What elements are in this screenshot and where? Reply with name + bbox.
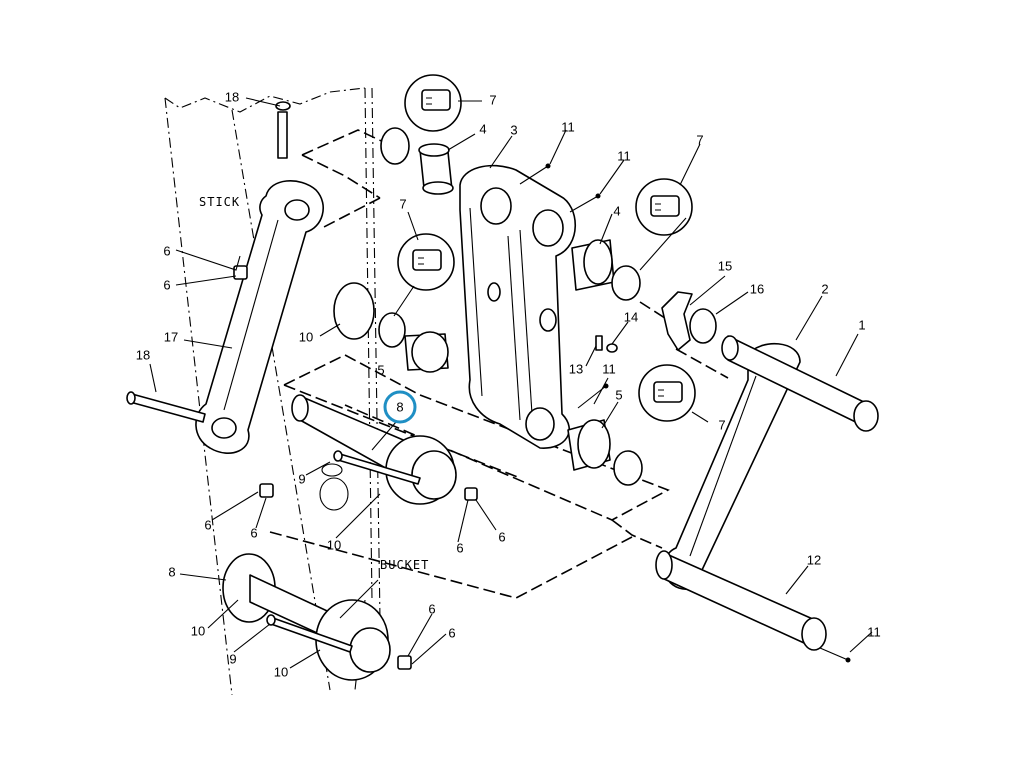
bolt-part-9-upper bbox=[333, 450, 421, 485]
callout-6-c: 6 bbox=[204, 517, 211, 532]
o-ring-right-upper bbox=[611, 265, 641, 301]
callout-10-c: 10 bbox=[191, 623, 205, 638]
bolt-part-18-side bbox=[126, 391, 206, 423]
callout-14: 14 bbox=[624, 309, 638, 324]
callout-11-b: 11 bbox=[617, 148, 631, 163]
callouts: 1 2 3 4 4 5 5 6 6 6 6 6 6 6 6 7 7 7 7 8 … bbox=[136, 89, 881, 679]
callout-8: 8 bbox=[168, 564, 175, 579]
callout-18-a: 18 bbox=[225, 89, 239, 104]
callout-6-e: 6 bbox=[456, 540, 463, 555]
pin-part-8-lower bbox=[222, 553, 391, 681]
nut-part-6-d bbox=[397, 655, 412, 670]
nut-part-6-b bbox=[259, 483, 274, 498]
callout-3: 3 bbox=[510, 122, 517, 137]
stick-label: STICK bbox=[199, 195, 240, 209]
callout-2: 2 bbox=[821, 281, 828, 296]
o-ring-part-16 bbox=[689, 308, 717, 344]
seal-detail-icon-a bbox=[404, 74, 462, 132]
callout-12: 12 bbox=[807, 552, 821, 567]
callout-9-a: 9 bbox=[298, 471, 305, 486]
o-ring-mid-left bbox=[378, 312, 406, 348]
bushing-part-4-upper bbox=[418, 143, 454, 195]
bucket-label: BUCKET bbox=[380, 558, 429, 572]
callout-5-b: 5 bbox=[615, 387, 622, 402]
callout-10-a: 10 bbox=[299, 329, 313, 344]
callout-6-a: 6 bbox=[163, 243, 170, 258]
callout-5-a: 5 bbox=[377, 362, 384, 377]
callout-6-g: 6 bbox=[428, 601, 435, 616]
leader-lines bbox=[149, 97, 873, 669]
pin-part-11-b bbox=[569, 193, 601, 213]
callout-7-a: 7 bbox=[489, 92, 496, 107]
seal-detail-icon-b bbox=[397, 233, 455, 291]
bushing-part-5-left bbox=[404, 331, 449, 373]
seal-detail-icon-c bbox=[635, 178, 693, 236]
pin-part-11-a bbox=[519, 163, 551, 185]
pin-part-12 bbox=[655, 550, 827, 651]
o-ring-right-lower bbox=[613, 450, 643, 486]
bushing-part-5-right bbox=[567, 419, 611, 471]
callout-6-h: 6 bbox=[448, 625, 455, 640]
callout-4-a: 4 bbox=[479, 121, 486, 136]
callout-6-d: 6 bbox=[250, 525, 257, 540]
callout-16: 16 bbox=[750, 281, 764, 296]
callout-7-b: 7 bbox=[696, 132, 703, 147]
pin-part-11-c bbox=[577, 383, 609, 409]
pin-part-8-upper bbox=[291, 394, 457, 511]
washer-part-14 bbox=[606, 343, 618, 353]
callout-13: 13 bbox=[569, 361, 583, 376]
link-part-17 bbox=[195, 180, 325, 454]
callout-6-b: 6 bbox=[163, 277, 170, 292]
pin-part-1 bbox=[721, 335, 879, 432]
callout-9-b: 9 bbox=[229, 651, 236, 666]
pin-part-11-d bbox=[819, 647, 851, 663]
callout-4-b: 4 bbox=[613, 203, 620, 218]
plate-part-15 bbox=[661, 291, 693, 351]
seal-part-10-mid bbox=[333, 282, 375, 340]
callout-18-b: 18 bbox=[136, 347, 150, 362]
o-ring-upper bbox=[380, 127, 410, 165]
highlight-ring bbox=[383, 390, 417, 424]
callout-11-c: 11 bbox=[602, 361, 616, 376]
bushing-part-4-right bbox=[571, 239, 615, 291]
link-part-3 bbox=[459, 164, 577, 449]
callout-10-d: 10 bbox=[274, 664, 288, 679]
callout-15: 15 bbox=[718, 258, 732, 273]
callout-10-b: 10 bbox=[327, 537, 341, 552]
nut-part-6-a bbox=[233, 265, 248, 280]
callout-1: 1 bbox=[858, 317, 865, 332]
callout-11-d: 11 bbox=[867, 624, 881, 639]
nut-part-6-c bbox=[464, 487, 478, 501]
callout-17: 17 bbox=[164, 329, 178, 344]
callout-6-f: 6 bbox=[498, 529, 505, 544]
callout-7-d: 7 bbox=[718, 417, 725, 432]
callout-7-c: 7 bbox=[399, 196, 406, 211]
seal-detail-icon-d bbox=[638, 364, 696, 422]
bolt-part-18-top bbox=[275, 101, 291, 159]
bolt-part-13 bbox=[595, 335, 603, 351]
callout-8-highlighted: 8 bbox=[396, 399, 403, 414]
bolt-part-9-lower bbox=[266, 614, 353, 653]
callout-11-a: 11 bbox=[561, 119, 575, 134]
